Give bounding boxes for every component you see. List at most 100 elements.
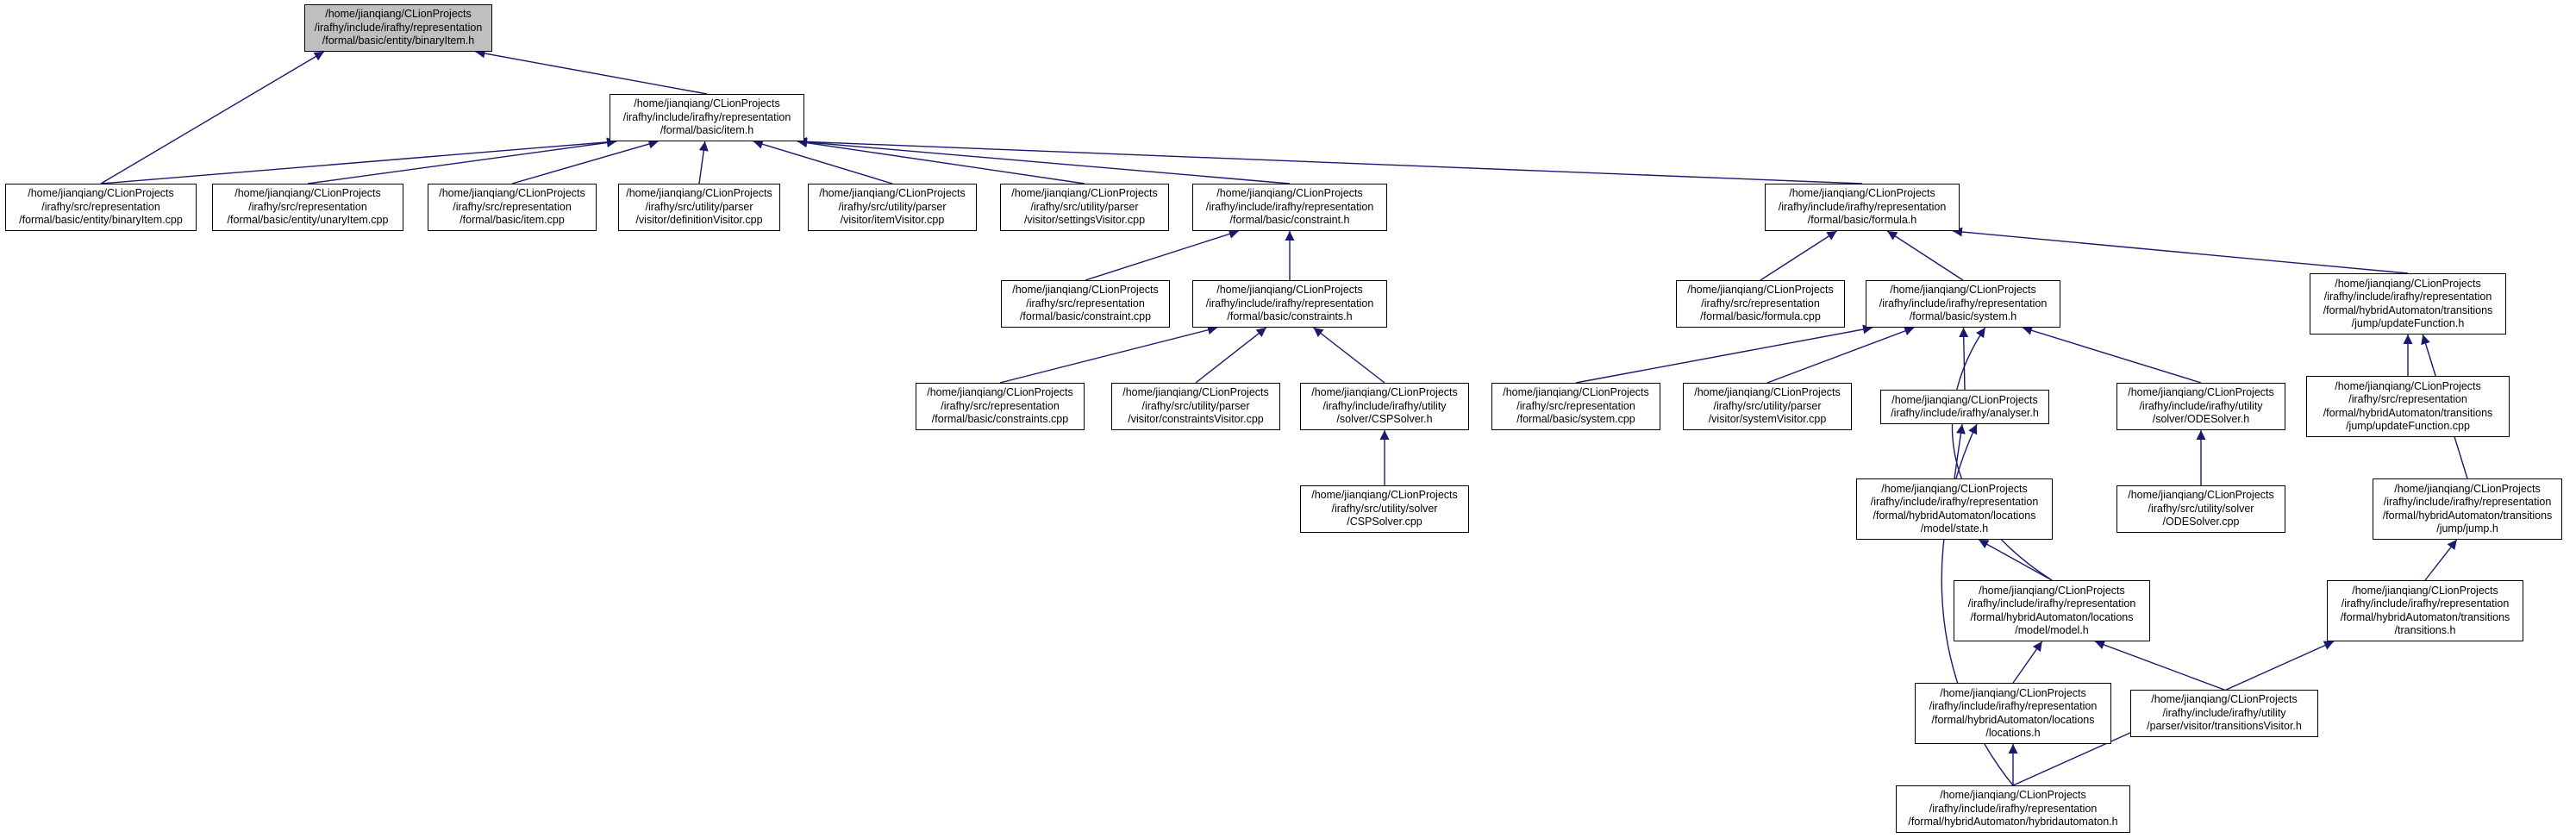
node-label-line: /irafhy/src/utility/solver bbox=[2148, 502, 2254, 515]
graph-node-constraint-cpp[interactable]: /home/jianqiang/CLionProjects/irafhy/src… bbox=[1001, 280, 1170, 328]
node-label-line: /formal/basic/entity/unaryItem.cpp bbox=[227, 214, 389, 227]
node-label-line: /home/jianqiang/CLionProjects bbox=[325, 8, 472, 21]
node-label-line: /formal/basic/constraint.h bbox=[1229, 214, 1350, 227]
edge-binaryitem_cpp-to-binaryitem_h bbox=[100, 51, 325, 184]
graph-node-cspsolver-cpp[interactable]: /home/jianqiang/CLionProjects/irafhy/src… bbox=[1300, 485, 1469, 533]
node-label-line: /formal/basic/formula.cpp bbox=[1700, 310, 1821, 323]
node-label-line: /formal/hybridAutomaton/hybridautomaton.… bbox=[1908, 816, 2118, 829]
node-label-line: /formal/basic/constraints.h bbox=[1227, 310, 1353, 323]
node-label-line: /irafhy/include/irafhy/representation bbox=[1870, 496, 2039, 508]
node-label-line: /home/jianqiang/CLionProjects bbox=[927, 386, 1073, 399]
node-label-line: /home/jianqiang/CLionProjects bbox=[2335, 379, 2481, 392]
graph-node-odesolver-cpp[interactable]: /home/jianqiang/CLionProjects/irafhy/src… bbox=[2116, 485, 2285, 533]
node-label-line: /irafhy/src/representation bbox=[1026, 297, 1145, 310]
node-label-line: /jump/jump.h bbox=[2436, 522, 2498, 535]
node-label-line: /irafhy/include/irafhy/representation bbox=[1929, 802, 2098, 815]
node-label-line: /irafhy/src/utility/parser bbox=[645, 200, 753, 213]
node-label-line: /model/model.h bbox=[2015, 624, 2089, 636]
node-label-line: /irafhy/include/irafhy/representation bbox=[2383, 496, 2552, 508]
node-label-line: /home/jianqiang/CLionProjects bbox=[1011, 187, 1158, 200]
node-label-line: /home/jianqiang/CLionProjects bbox=[1503, 386, 1649, 399]
node-label-line: /formal/basic/system.cpp bbox=[1516, 413, 1635, 426]
node-label-line: /formal/basic/constraints.cpp bbox=[931, 413, 1069, 426]
node-label-line: /home/jianqiang/CLionProjects bbox=[634, 97, 780, 110]
node-label-line: /jump/updateFunction.h bbox=[2351, 317, 2465, 329]
graph-node-formula-cpp[interactable]: /home/jianqiang/CLionProjects/irafhy/src… bbox=[1676, 280, 1845, 328]
graph-node-constraintsvisitor-cpp[interactable]: /home/jianqiang/CLionProjects/irafhy/src… bbox=[1111, 383, 1280, 430]
graph-node-constraint-h[interactable]: /home/jianqiang/CLionProjects/irafhy/inc… bbox=[1192, 184, 1387, 231]
node-label-line: /home/jianqiang/CLionProjects bbox=[2335, 277, 2481, 290]
graph-node-system-h[interactable]: /home/jianqiang/CLionProjects/irafhy/inc… bbox=[1866, 280, 2060, 328]
graph-node-systemvisitor-cpp[interactable]: /home/jianqiang/CLionProjects/irafhy/src… bbox=[1683, 383, 1852, 430]
graph-node-formula-h[interactable]: /home/jianqiang/CLionProjects/irafhy/inc… bbox=[1765, 184, 1960, 231]
graph-node-settingsvisitor-cpp[interactable]: /home/jianqiang/CLionProjects/irafhy/src… bbox=[1000, 184, 1169, 231]
node-label-line: /formal/hybridAutomaton/locations bbox=[1970, 610, 2134, 623]
graph-node-updatefunction-cpp[interactable]: /home/jianqiang/CLionProjects/irafhy/src… bbox=[2306, 376, 2510, 437]
node-label-line: /home/jianqiang/CLionProjects bbox=[1012, 284, 1159, 297]
graph-node-hybridautomaton-h[interactable]: /home/jianqiang/CLionProjects/irafhy/inc… bbox=[1896, 785, 2130, 833]
graph-node-constraints-cpp[interactable]: /home/jianqiang/CLionProjects/irafhy/src… bbox=[916, 383, 1085, 430]
node-label-line: /formal/basic/item.h bbox=[660, 124, 754, 137]
graph-node-model-h[interactable]: /home/jianqiang/CLionProjects/irafhy/inc… bbox=[1954, 580, 2150, 641]
node-label-line: /formal/hybridAutomaton/locations bbox=[1873, 509, 2036, 522]
node-label-line: /irafhy/include/irafhy/analyser.h bbox=[1891, 407, 2039, 419]
graph-node-cspsolver-h[interactable]: /home/jianqiang/CLionProjects/irafhy/inc… bbox=[1300, 383, 1469, 430]
node-label-line: /home/jianqiang/CLionProjects bbox=[28, 187, 174, 200]
node-label-line: /model/state.h bbox=[1920, 522, 1989, 535]
node-label-line: /irafhy/include/irafhy/utility bbox=[2162, 706, 2286, 719]
graph-node-itemvisitor-cpp[interactable]: /home/jianqiang/CLionProjects/irafhy/src… bbox=[808, 184, 977, 231]
node-label-line: /formal/hybridAutomaton/transitions bbox=[2323, 303, 2493, 316]
node-label-line: /irafhy/include/irafhy/representation bbox=[2323, 291, 2492, 303]
graph-node-constraints-h[interactable]: /home/jianqiang/CLionProjects/irafhy/inc… bbox=[1192, 280, 1387, 328]
edge-system_cpp-to-system_h bbox=[1575, 324, 1873, 384]
edge-constraints_cpp-to-constraints_h bbox=[999, 325, 1218, 384]
node-label-line: /home/jianqiang/CLionProjects bbox=[2128, 489, 2274, 502]
edge-item_h-to-binaryitem_h bbox=[475, 48, 708, 95]
node-label-line: /irafhy/include/irafhy/representation bbox=[1205, 297, 1374, 310]
edge-settingsvisitor_cpp-to-item_h bbox=[797, 138, 1085, 184]
edge-constraint_h-to-item_h bbox=[797, 137, 1291, 184]
node-label-line: /visitor/itemVisitor.cpp bbox=[840, 214, 945, 227]
edge-item_cpp-to-item_h bbox=[511, 139, 659, 184]
node-label-line: /visitor/definitionVisitor.cpp bbox=[635, 214, 763, 227]
node-label-line: /home/jianqiang/CLionProjects bbox=[234, 187, 381, 200]
graph-node-binaryitem-cpp[interactable]: /home/jianqiang/CLionProjects/irafhy/src… bbox=[5, 184, 197, 231]
node-label-line: /irafhy/include/irafhy/representation bbox=[1778, 200, 1947, 213]
graph-node-updatefunction-h[interactable]: /home/jianqiang/CLionProjects/irafhy/inc… bbox=[2310, 273, 2506, 335]
node-label-line: /visitor/settingsVisitor.cpp bbox=[1023, 214, 1146, 227]
edge-cspsolver_h-to-constraints_h bbox=[1313, 327, 1385, 384]
node-label-line: /formal/basic/item.cpp bbox=[460, 214, 565, 227]
node-label-line: /irafhy/include/irafhy/representation bbox=[1967, 597, 2136, 610]
graph-node-item-h[interactable]: /home/jianqiang/CLionProjects/irafhy/inc… bbox=[610, 94, 804, 141]
node-label-line: /irafhy/src/representation bbox=[41, 200, 160, 213]
node-label-line: /irafhy/src/representation bbox=[1701, 297, 1820, 310]
node-label-line: /irafhy/include/irafhy/representation bbox=[1205, 200, 1374, 213]
graph-node-odesolver-h[interactable]: /home/jianqiang/CLionProjects/irafhy/inc… bbox=[2116, 383, 2285, 430]
node-label-line: /CSPSolver.cpp bbox=[1347, 516, 1422, 528]
graph-node-analyser-h[interactable]: /home/jianqiang/CLionProjects/irafhy/inc… bbox=[1880, 390, 2049, 424]
node-label-line: /ODESolver.cpp bbox=[2162, 516, 2240, 528]
node-label-line: /irafhy/include/irafhy/representation bbox=[1929, 700, 2098, 712]
node-label-line: /home/jianqiang/CLionProjects bbox=[2128, 386, 2274, 399]
edge-locations_h-to-model_h bbox=[2012, 641, 2043, 684]
node-label-line: /home/jianqiang/CLionProjects bbox=[1940, 789, 2086, 802]
graph-node-unaryitem-cpp[interactable]: /home/jianqiang/CLionProjects/irafhy/src… bbox=[212, 184, 403, 231]
graph-node-system-cpp[interactable]: /home/jianqiang/CLionProjects/irafhy/src… bbox=[1491, 383, 1660, 430]
graph-node-jump-h[interactable]: /home/jianqiang/CLionProjects/irafhy/inc… bbox=[2373, 478, 2562, 540]
edge-formula_cpp-to-formula_h bbox=[1760, 230, 1837, 281]
edge-odesolver_h-to-system_h bbox=[2022, 325, 2202, 384]
graph-node-transitionsvisitor-h[interactable]: /home/jianqiang/CLionProjects/irafhy/inc… bbox=[2130, 690, 2318, 737]
node-label-line: /formal/hybridAutomaton/locations bbox=[1931, 713, 2095, 726]
node-label-line: /home/jianqiang/CLionProjects bbox=[1789, 187, 1935, 200]
node-label-line: /irafhy/src/utility/parser bbox=[1030, 200, 1139, 213]
node-label-line: /home/jianqiang/CLionProjects bbox=[2151, 693, 2298, 706]
edge-system_h-to-formula_h bbox=[1886, 230, 1964, 281]
graph-node-transitions-h[interactable]: /home/jianqiang/CLionProjects/irafhy/inc… bbox=[2327, 580, 2523, 641]
node-label-line: /formal/hybridAutomaton/transitions bbox=[2323, 406, 2493, 419]
node-label-line: /irafhy/include/irafhy/representation bbox=[622, 110, 791, 123]
graph-node-definitionvisitor-cpp[interactable]: /home/jianqiang/CLionProjects/irafhy/src… bbox=[618, 184, 780, 231]
graph-node-item-cpp[interactable]: /home/jianqiang/CLionProjects/irafhy/src… bbox=[428, 184, 597, 231]
graph-node-locations-h[interactable]: /home/jianqiang/CLionProjects/irafhy/inc… bbox=[1915, 683, 2111, 744]
graph-node-state-h[interactable]: /home/jianqiang/CLionProjects/irafhy/inc… bbox=[1856, 478, 2053, 540]
node-label-line: /irafhy/src/representation bbox=[453, 200, 572, 213]
